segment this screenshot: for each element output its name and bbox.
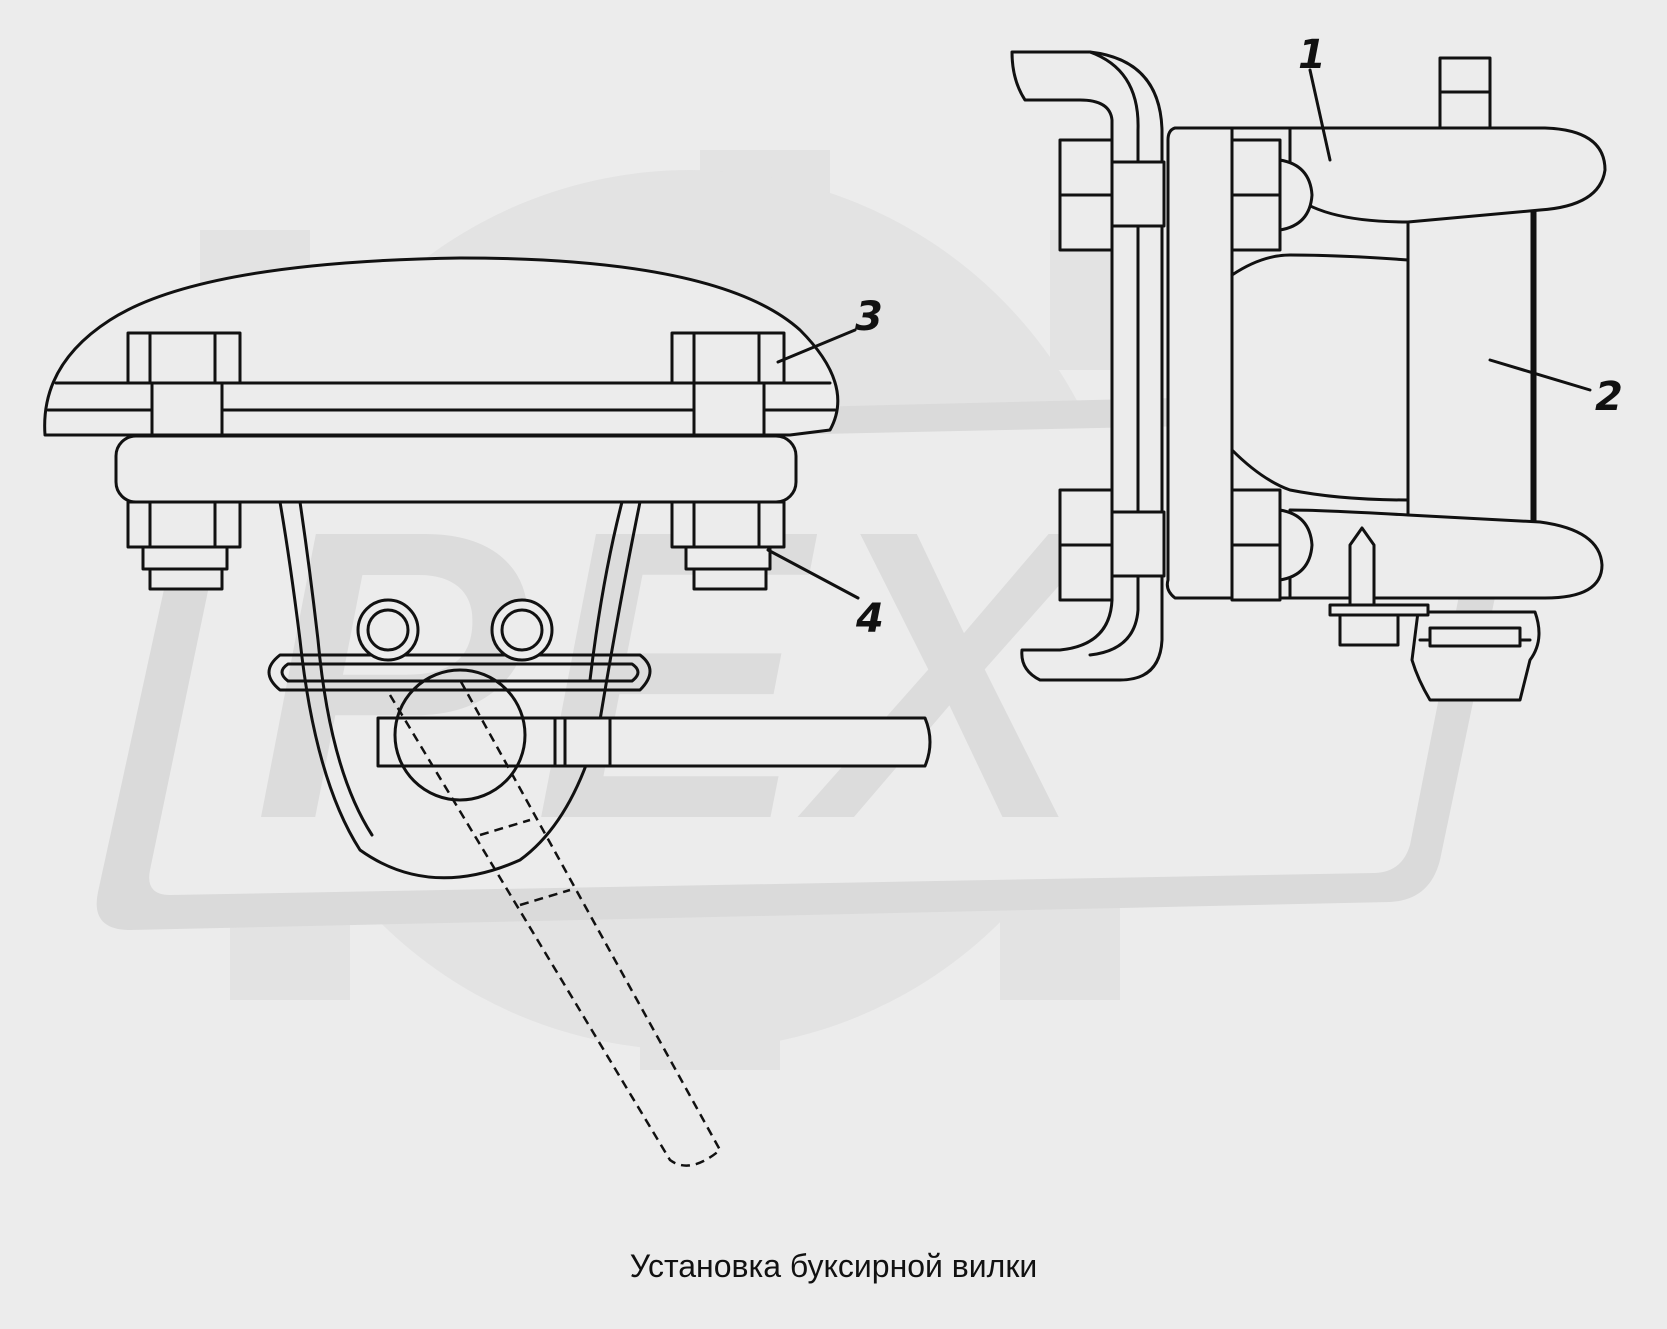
flange-plate bbox=[114, 434, 798, 504]
latch bbox=[1410, 610, 1541, 702]
nut-left bbox=[126, 500, 242, 549]
nut-right bbox=[670, 500, 786, 549]
fork-prong-bottom bbox=[1288, 508, 1604, 600]
right-assembly bbox=[1010, 50, 1607, 702]
left-assembly bbox=[43, 256, 932, 1167]
watermark-logo: PEX bbox=[96, 150, 1533, 1070]
castle-nut-right bbox=[490, 598, 554, 662]
callouts: 1 2 3 4 bbox=[766, 32, 1623, 642]
pin-shaft bbox=[376, 716, 932, 768]
callout-4: 4 bbox=[855, 596, 884, 642]
fork-body bbox=[278, 500, 642, 880]
fork-prong-top bbox=[1288, 126, 1607, 224]
handle-alternate-position bbox=[388, 679, 722, 1167]
locking-pin bbox=[1348, 526, 1376, 607]
dome-cover bbox=[43, 256, 840, 437]
bolt-head-left bbox=[126, 331, 242, 385]
callout-2: 2 bbox=[1595, 374, 1623, 420]
bolt-head-right bbox=[670, 331, 786, 385]
callout-1: 1 bbox=[1298, 32, 1326, 78]
slot-loop bbox=[267, 653, 652, 692]
pin-head bbox=[393, 668, 527, 802]
castle-nut-left bbox=[356, 598, 420, 662]
figure-caption: Установка буксирной вилки bbox=[629, 1248, 1038, 1284]
callout-3: 3 bbox=[855, 294, 883, 340]
